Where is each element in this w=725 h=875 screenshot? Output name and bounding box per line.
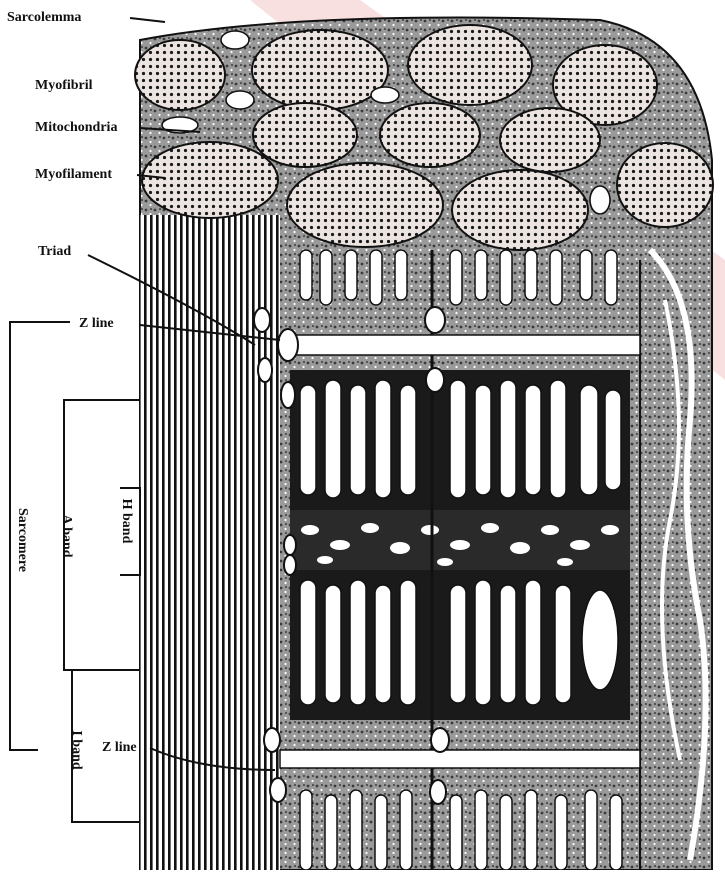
z-line-band-upper xyxy=(280,335,640,355)
label-a-band: A band xyxy=(58,506,74,566)
label-sarcomere: Sarcomere xyxy=(14,500,30,580)
label-mitochondria: Mitochondria xyxy=(35,120,117,136)
z-line-band-lower xyxy=(280,750,640,768)
label-myofibril: Myofibril xyxy=(35,78,93,94)
label-z-line-top: Z line xyxy=(79,316,114,332)
label-i-band: I band xyxy=(68,720,84,780)
label-h-band: H band xyxy=(118,491,134,551)
label-myofilament: Myofilament xyxy=(35,167,112,183)
label-triad: Triad xyxy=(38,244,71,260)
label-z-line-bottom: Z line xyxy=(102,740,137,756)
label-sarcolemma: Sarcolemma xyxy=(7,10,81,26)
